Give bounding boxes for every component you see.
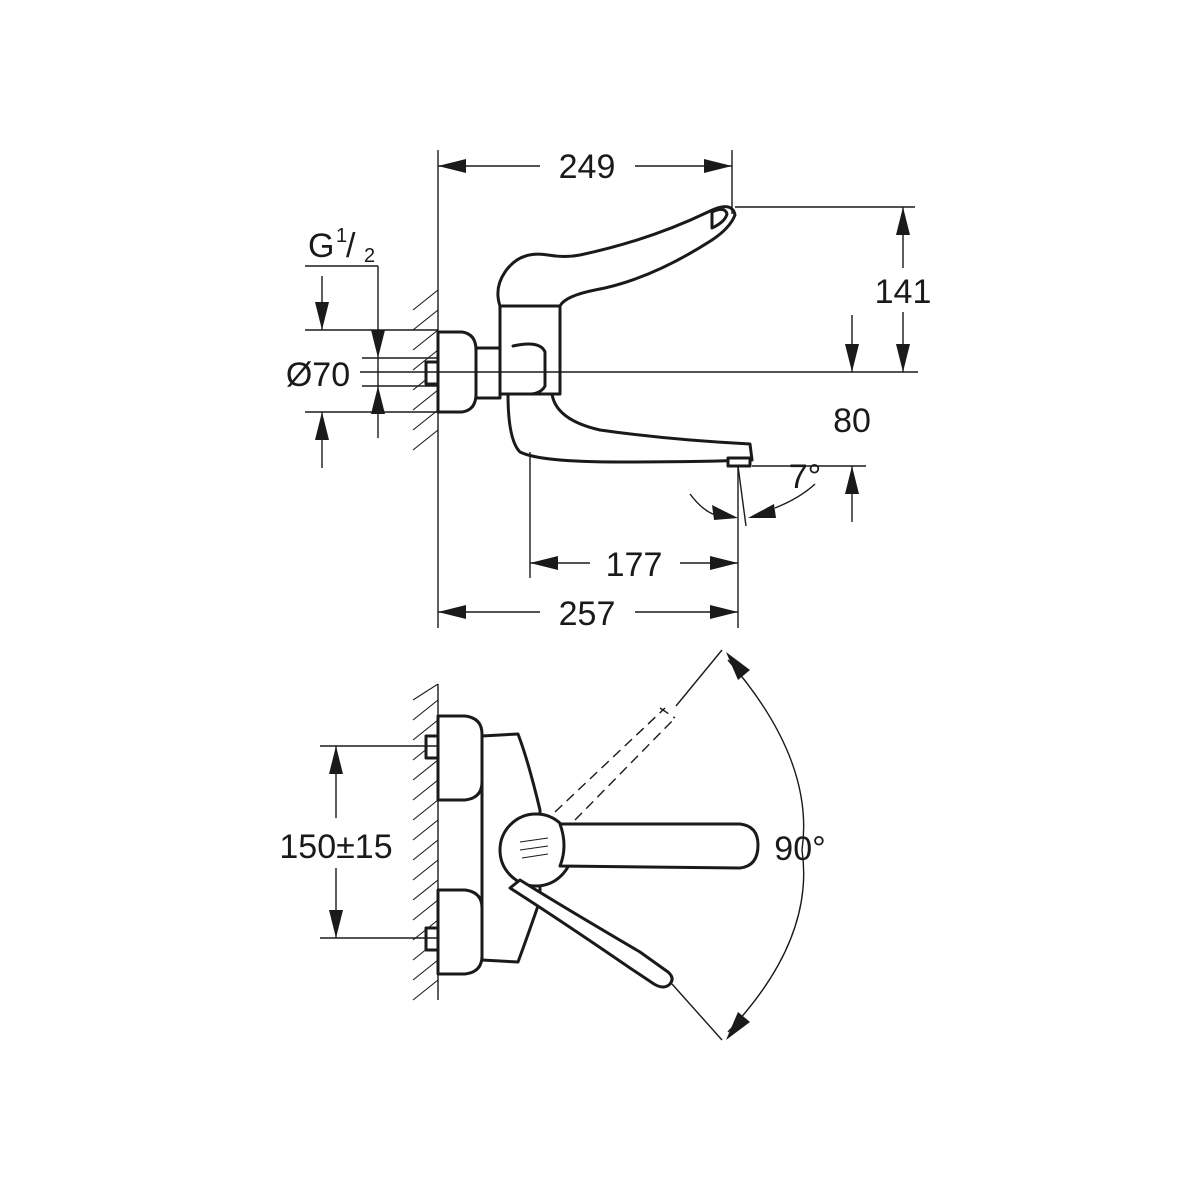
dim-angle-7-label: 7° — [789, 458, 822, 496]
thread-label-slash: / — [346, 227, 356, 265]
side-view: 249 141 80 7° — [286, 148, 932, 633]
thread-label-den: 2 — [364, 245, 375, 267]
upper-connection — [436, 714, 484, 802]
dim-centers: 150±15 — [279, 745, 438, 939]
thread-label-num: 1 — [336, 225, 347, 247]
upper-inlet-nut — [424, 734, 440, 760]
dim-249: 249 — [438, 148, 733, 214]
dim-177-label: 177 — [606, 546, 663, 584]
dim-141: 141 — [735, 206, 932, 372]
wall-side-view — [412, 150, 439, 628]
spout — [506, 392, 754, 464]
dim-257-label: 257 — [559, 595, 616, 633]
dim-177: 177 — [529, 452, 738, 584]
wall-plan-view — [412, 683, 439, 1001]
dim-angle-90-label: 90° — [774, 830, 825, 868]
lever-dashed — [554, 707, 676, 821]
body-connector — [474, 346, 502, 400]
flange-diameter-label: Ø70 — [286, 356, 350, 394]
lever-long-down — [508, 878, 674, 989]
thread-label-g: G — [308, 227, 334, 265]
dim-249-label: 249 — [559, 148, 616, 186]
lever-handle-inner — [710, 207, 729, 230]
dim-angle-90: 90° — [671, 649, 826, 1041]
lower-connection — [436, 888, 484, 976]
dim-80-label: 80 — [833, 402, 871, 440]
lower-inlet-nut — [424, 926, 440, 952]
dim-thread: G 1 / 2 — [305, 225, 438, 468]
aerator — [726, 456, 752, 468]
dim-257: 257 — [438, 595, 738, 633]
inlet-nut — [424, 360, 440, 386]
lever-solid — [558, 822, 760, 870]
mixer-body — [498, 304, 562, 396]
lever-handle — [496, 205, 737, 308]
plan-view: 90° 150±15 — [279, 649, 826, 1041]
dim-141-label: 141 — [875, 273, 932, 311]
hub-logo-mark — [519, 837, 549, 859]
dim-angle-7: 7° — [689, 458, 822, 628]
dim-centers-label: 150±15 — [279, 828, 392, 866]
dim-80: 80 — [752, 315, 871, 522]
